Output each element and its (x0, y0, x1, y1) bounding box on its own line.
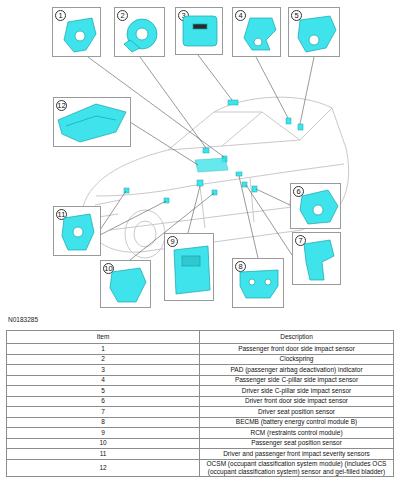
table-row: 12 OCSM (occupant classification system m… (7, 459, 394, 476)
item-description: RCM (restraints control module) (250, 429, 342, 436)
callout-box: 10 (100, 260, 151, 308)
callout-number: 3 (178, 10, 189, 21)
description-cell: Driver seat position sensor (200, 407, 394, 418)
description-cell: Driver front door side impact sensor (200, 396, 394, 407)
table-row: 8 BECMB (battery energy control module B) (7, 417, 394, 428)
item-cell: 9 (7, 428, 200, 439)
callout-number: 2 (117, 10, 128, 21)
item-description: Passenger front door side impact sensor (238, 345, 355, 352)
item-number: 1 (101, 345, 105, 352)
item-number: 12 (99, 464, 106, 471)
description-table: Item Description 1 Passenger front door sid… (6, 330, 394, 477)
callout-box: 8 (232, 258, 284, 308)
item-description: Driver and passenger front impact severi… (223, 450, 370, 457)
callout-number: 4 (235, 10, 246, 21)
table-row: 4 Passenger side C-pillar side impact sen… (7, 375, 394, 386)
header-row: Item Description (7, 331, 394, 344)
callout-number: 7 (295, 235, 306, 246)
item-cell: 3 (7, 365, 200, 376)
item-number: 9 (101, 429, 105, 436)
item-number: 11 (100, 450, 107, 457)
callout-box: 9 (164, 233, 214, 301)
description-cell: Passenger seat position sensor (200, 438, 394, 449)
item-number: 4 (101, 376, 105, 383)
description-cell: Description (200, 331, 394, 344)
callout-box: 4 (232, 7, 281, 57)
item-number: 10 (99, 439, 106, 446)
callout-box: 7 (292, 232, 341, 285)
description-cell: RCM (restraints control module) (200, 428, 394, 439)
item-cell: 8 (7, 417, 200, 428)
item-description: OCSM (occupant classification system mod… (207, 460, 387, 475)
item-description: Driver seat position sensor (258, 408, 335, 415)
description-cell: BECMB (battery energy control module B) (200, 417, 394, 428)
item-description: Clockspring (280, 355, 314, 362)
item-description: Passenger seat position sensor (251, 439, 342, 446)
item-number: 5 (101, 387, 105, 394)
callout-number: 11 (56, 209, 67, 220)
item-description: Driver front door side impact sensor (245, 397, 348, 404)
item-number: 7 (101, 408, 105, 415)
callout-number: 12 (56, 100, 67, 111)
item-number: 3 (101, 366, 105, 373)
item-cell: 4 (7, 375, 200, 386)
description-cell: Driver side C-pillar side impact sensor (200, 386, 394, 397)
item-description: BECMB (battery energy control module B) (236, 418, 357, 425)
item-cell: 7 (7, 407, 200, 418)
item-cell: 10 (7, 438, 200, 449)
description-cell: Passenger front door side impact sensor (200, 344, 394, 355)
item-cell: 11 (7, 449, 200, 460)
item-cell: 2 (7, 354, 200, 365)
callout-number: 10 (103, 263, 114, 274)
callout-box: 6 (290, 183, 341, 229)
callout-number: 8 (235, 261, 246, 272)
table-row: 1 Passenger front door side impact sensor (7, 344, 394, 355)
column-header: Description (280, 333, 313, 340)
table-row: 6 Driver front door side impact sensor (7, 396, 394, 407)
callout-box: 12 (53, 97, 131, 147)
item-description: Driver side C-pillar side impact sensor (242, 387, 351, 394)
description-cell: Clockspring (200, 354, 394, 365)
table-body: Item Description 1 Passenger front door sid… (7, 331, 394, 477)
item-cell: Item (7, 331, 200, 344)
item-number: 6 (101, 397, 105, 404)
item-description: PAD (passenger airbag deactivation) indi… (230, 366, 362, 373)
item-number: 2 (101, 355, 105, 362)
description-cell: PAD (passenger airbag deactivation) indi… (200, 365, 394, 376)
column-header: Item (97, 333, 110, 340)
item-cell: 6 (7, 396, 200, 407)
item-cell: 12 (7, 459, 200, 476)
table-row: 10 Passenger seat position sensor (7, 438, 394, 449)
description-cell: Driver and passenger front impact severi… (200, 449, 394, 460)
figure-id: N0183285 (8, 316, 38, 323)
callout-box: 5 (288, 7, 340, 57)
table-row: 11 Driver and passenger front impact seve… (7, 449, 394, 460)
table-row: 2 Clockspring (7, 354, 394, 365)
table-row: 9 RCM (restraints control module) (7, 428, 394, 439)
callout-number: 6 (293, 186, 304, 197)
item-cell: 1 (7, 344, 200, 355)
description-cell: OCSM (occupant classification system mod… (200, 459, 394, 476)
item-description: Passenger side C-pillar side impact sens… (235, 376, 358, 383)
item-number: 8 (101, 418, 105, 425)
callout-number: 9 (167, 236, 178, 247)
table-row: 3 PAD (passenger airbag deactivation) ind… (7, 365, 394, 376)
table-row: 7 Driver seat position sensor (7, 407, 394, 418)
callout-box: 11 (53, 206, 101, 256)
callout-number: 1 (55, 10, 66, 21)
callout-box: 2 (114, 7, 165, 57)
description-cell: Passenger side C-pillar side impact sens… (200, 375, 394, 386)
callout-box: 1 (52, 7, 101, 57)
callout-box: 3 (175, 7, 223, 55)
item-cell: 5 (7, 386, 200, 397)
callout-number: 5 (291, 10, 302, 21)
table-row: 5 Driver side C-pillar side impact sensor (7, 386, 394, 397)
